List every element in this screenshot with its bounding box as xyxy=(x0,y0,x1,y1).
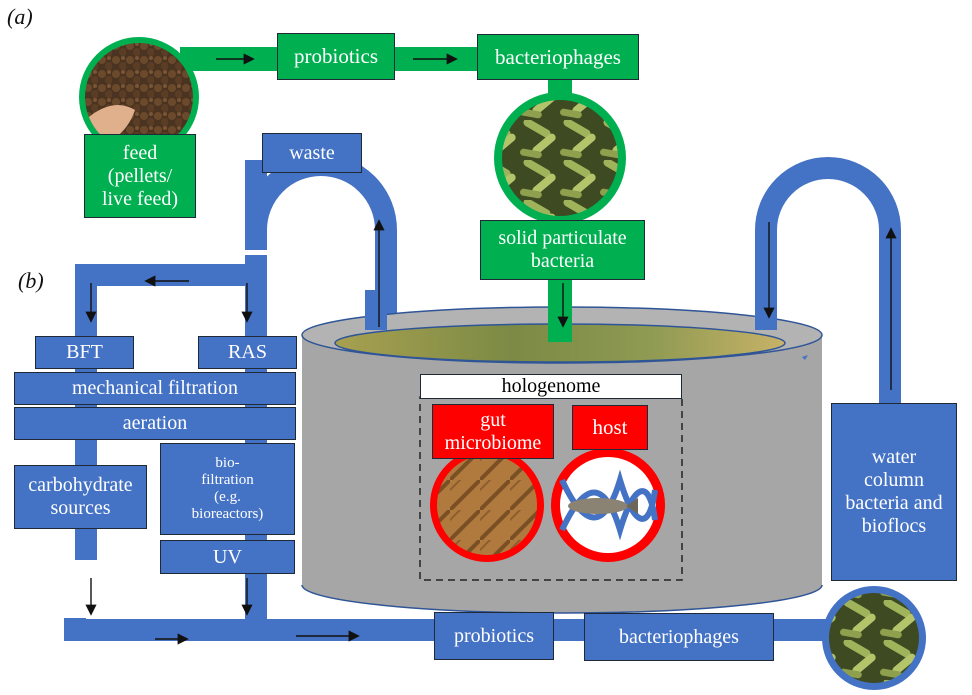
panel-label-a: (a) xyxy=(7,4,33,29)
aeration-box: aeration xyxy=(14,407,296,440)
probiotics-box-a: probiotics xyxy=(277,33,395,80)
water-column-bacteria-box: water column bacteria and bioflocs xyxy=(831,403,957,581)
gut-label-line2: microbiome xyxy=(444,431,542,454)
solid-bacteria-label-line2: bacteria xyxy=(530,250,595,272)
uv-box: UV xyxy=(160,540,295,574)
biofiltration-label-line3: (e.g. xyxy=(214,489,241,505)
carbohydrate-sources-box: carbohydrate sources xyxy=(14,465,147,529)
panel-label-b: (b) xyxy=(18,268,44,293)
probiotics-box-b: probiotics xyxy=(434,612,554,660)
mechanical-filtration-box: mechanical filtration xyxy=(14,372,296,405)
gut-microbiome-box: gut microbiome xyxy=(432,404,554,459)
biofiltration-label-line2: filtration xyxy=(201,471,254,488)
water-column-label: water xyxy=(871,446,917,468)
biofiltration-label: bio- xyxy=(215,454,240,471)
solid-bacteria-label: solid particulate xyxy=(498,227,627,249)
carbohydrate-label-line2: sources xyxy=(50,497,111,519)
flow-arrows xyxy=(85,53,897,645)
biofiltration-label-line4: bioreactors) xyxy=(191,506,264,523)
host-box: host xyxy=(572,405,648,450)
water-column-label-line2: column xyxy=(864,469,924,491)
biofiltration-box: bio- filtration (e.g. bioreactors) xyxy=(160,443,295,535)
fish-dna-image xyxy=(551,448,665,562)
gut-microbiome-image xyxy=(430,448,544,562)
feed-label-line2: (pellets/ xyxy=(107,164,173,187)
bacteria-image-2 xyxy=(822,586,926,690)
water-column-label-line3: bacteria and xyxy=(845,492,943,514)
carbohydrate-label: carbohydrate xyxy=(28,474,133,496)
feed-label-line3: live feed) xyxy=(101,187,179,210)
feed-label: feed xyxy=(122,141,158,164)
gut-label: gut xyxy=(480,408,506,431)
hologenome-title: hologenome xyxy=(420,374,682,399)
feed-pellets-image xyxy=(79,37,199,157)
feed-box: feed (pellets/ live feed) xyxy=(84,134,196,218)
water-column-label-line4: bioflocs xyxy=(861,515,927,537)
solid-particulate-bacteria-box: solid particulate bacteria xyxy=(480,220,645,280)
waste-box: waste xyxy=(262,133,362,173)
hologenome-boundary xyxy=(419,396,683,581)
bft-box: BFT xyxy=(35,336,134,369)
tank xyxy=(301,290,823,614)
bacteria-image xyxy=(494,92,626,224)
bacteriophages-box-b: bacteriophages xyxy=(584,613,774,661)
ras-box: RAS xyxy=(198,336,297,369)
bacteriophages-box-a: bacteriophages xyxy=(477,34,639,80)
